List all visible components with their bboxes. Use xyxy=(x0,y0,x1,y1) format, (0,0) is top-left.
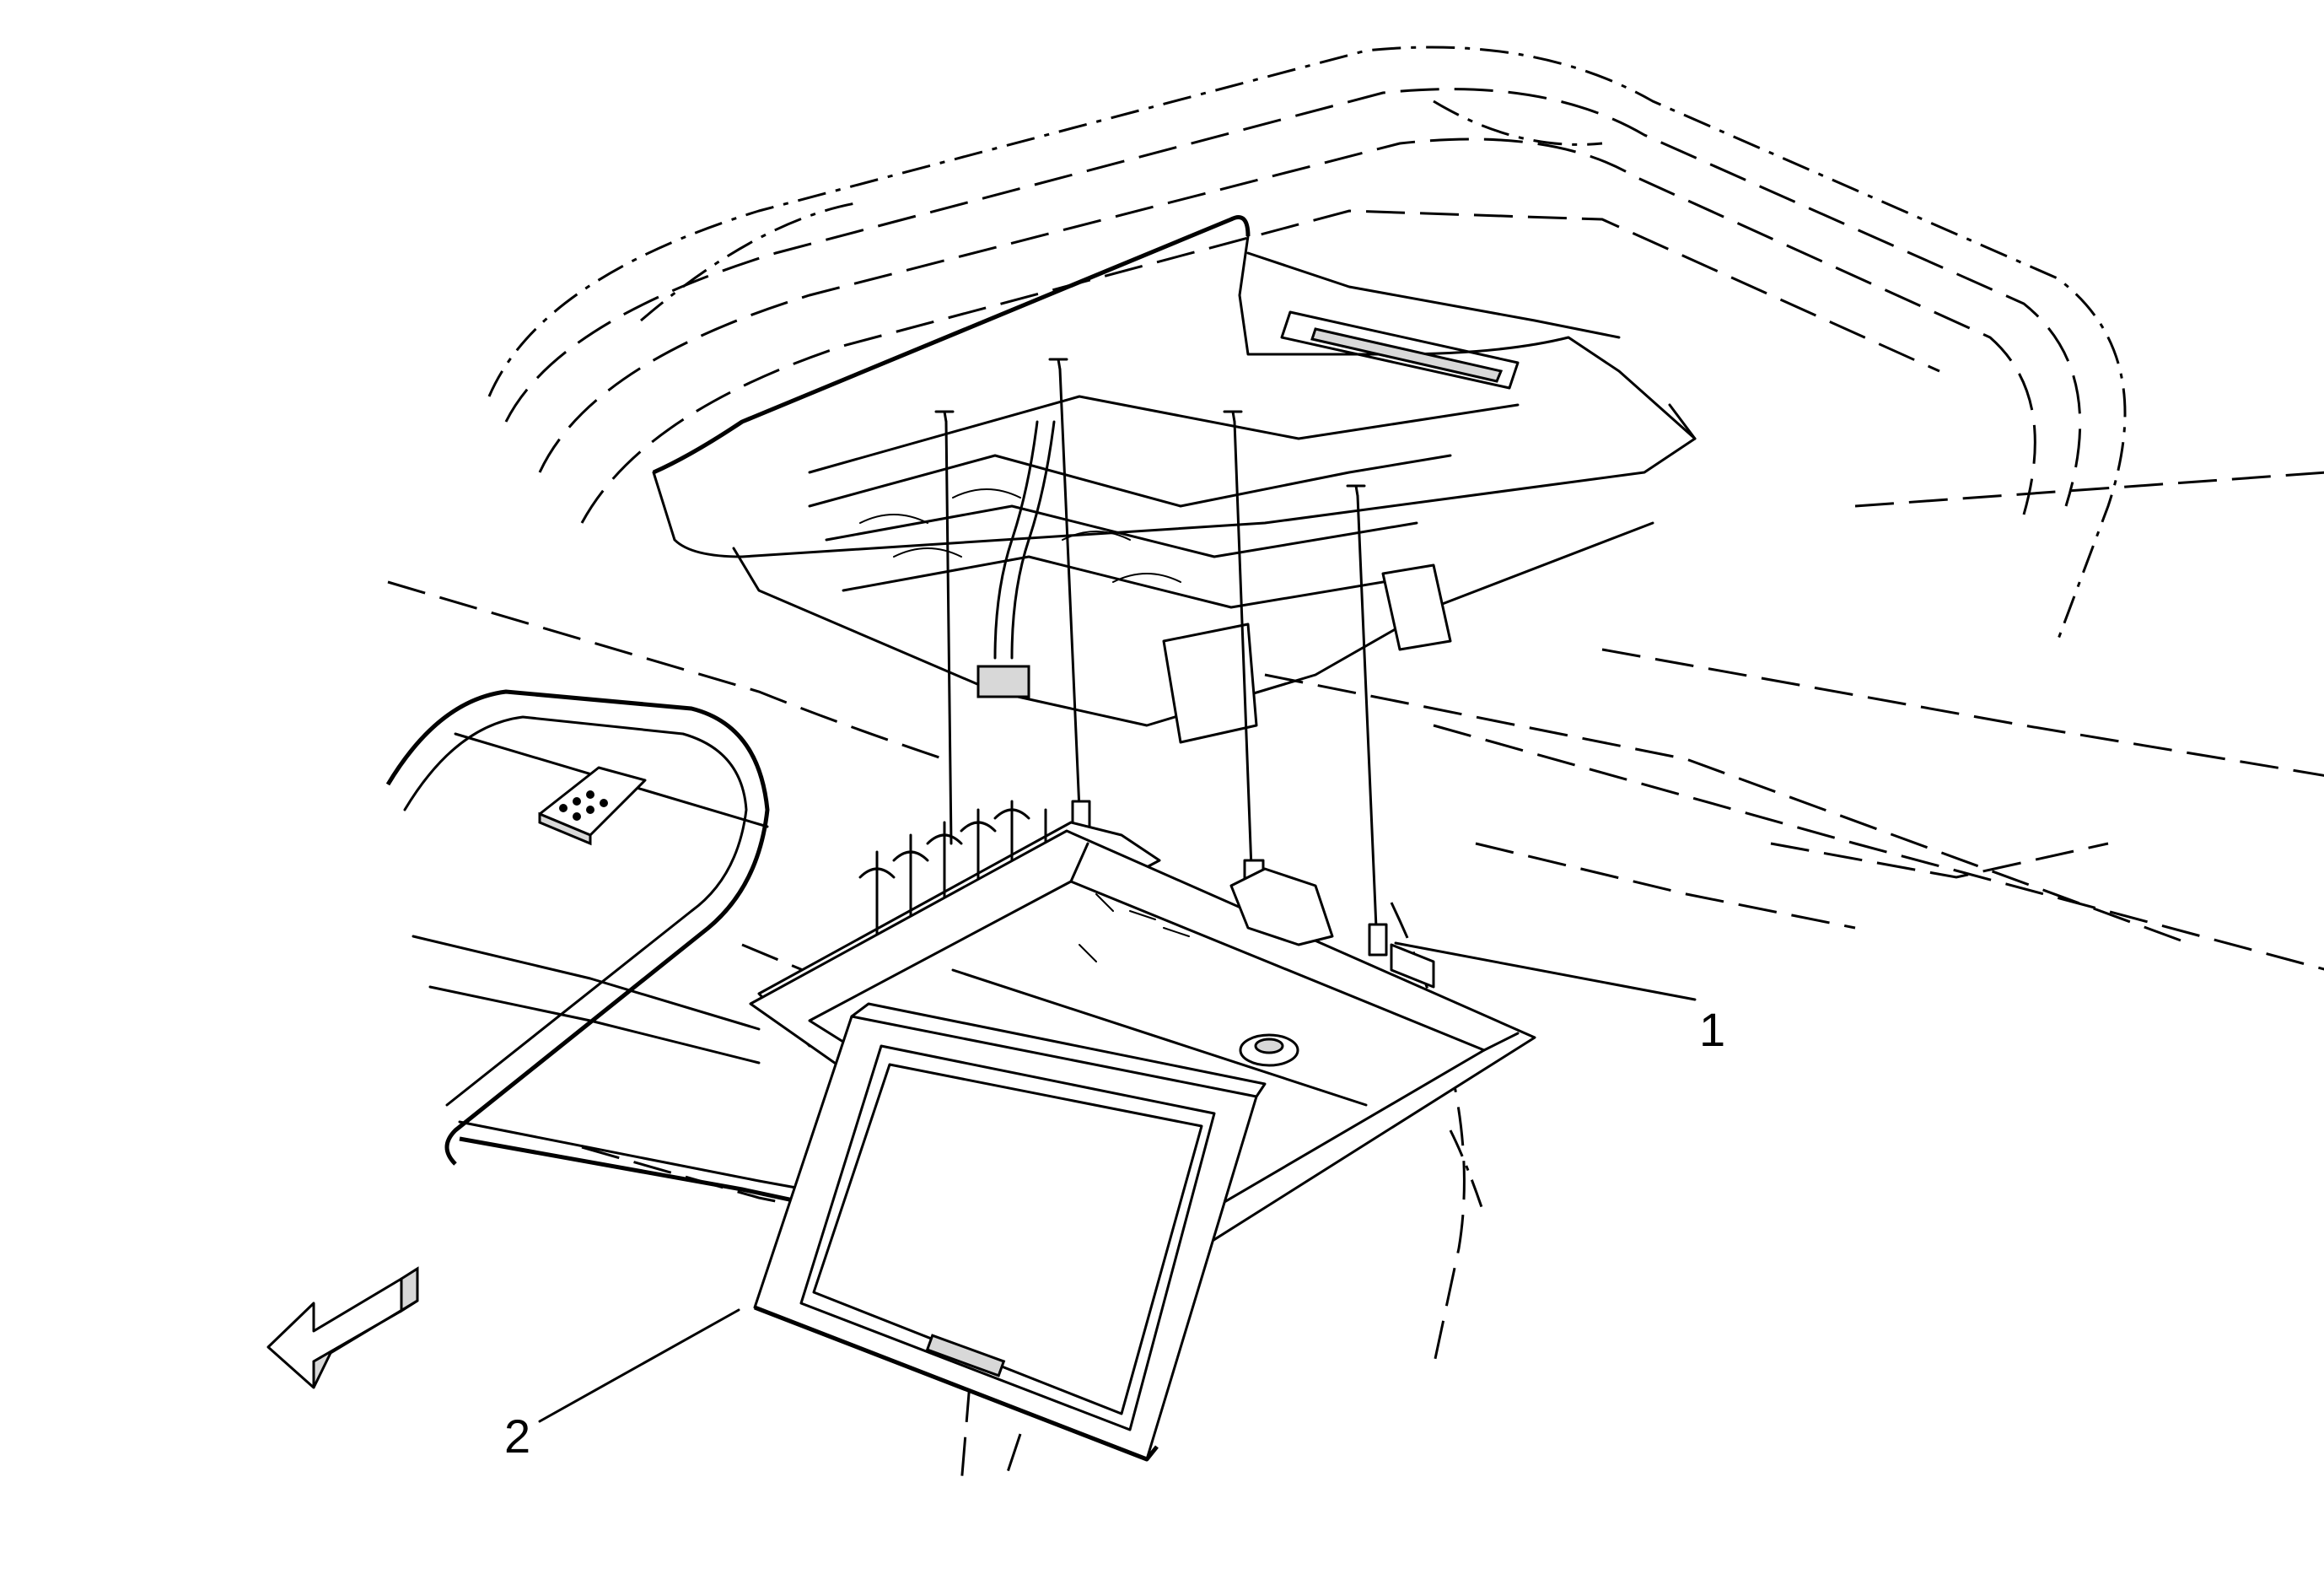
video-display-screen xyxy=(753,1002,1267,1462)
callout-1-label: 1 xyxy=(1699,1003,1725,1056)
callout-leaders xyxy=(538,941,1697,1423)
screw-icon xyxy=(1223,410,1253,871)
front-direction-arrow-icon xyxy=(266,1266,419,1389)
screw-icon xyxy=(934,410,955,845)
display-housing xyxy=(749,800,1536,1284)
roof-console-opening xyxy=(652,215,1697,744)
screw-icon xyxy=(1048,358,1081,811)
callout-2-label: 2 xyxy=(504,1410,530,1463)
headliner-outline xyxy=(387,46,2324,1485)
dome-lamp-icon xyxy=(538,766,647,846)
side-headliner-panel xyxy=(385,689,861,1217)
screw-icon xyxy=(1346,484,1378,930)
